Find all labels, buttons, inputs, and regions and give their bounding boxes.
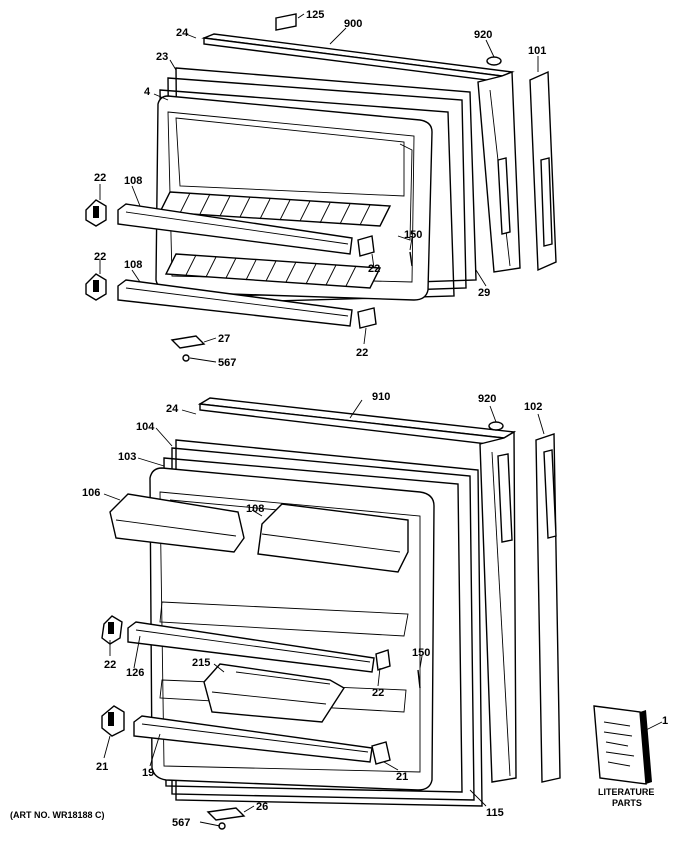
part-102-handle-trim [535, 433, 561, 783]
label-29: 29 [478, 287, 490, 299]
label-21-b: 21 [396, 771, 408, 783]
label-27: 27 [218, 333, 230, 345]
label-22-e: 22 [104, 659, 116, 671]
part-106-dairy-door-2 [257, 503, 409, 573]
label-23: 23 [156, 51, 168, 63]
label-910: 910 [372, 391, 390, 403]
label-115: 115 [486, 807, 504, 819]
fresh-food-door-assembly [101, 397, 663, 830]
label-24-lower: 24 [166, 403, 179, 415]
door-handle-slot-lower [497, 453, 513, 543]
label-108-a: 108 [124, 175, 142, 187]
label-102: 102 [524, 401, 542, 413]
art-number: (ART NO. WR18188 C) [10, 810, 105, 820]
label-104: 104 [136, 421, 155, 433]
label-900: 900 [344, 18, 362, 30]
part-27-bracket [170, 335, 206, 349]
part-22-support-6 [375, 649, 391, 671]
label-22-d: 22 [356, 347, 368, 359]
literature-label-line1: LITERATURE [598, 787, 654, 797]
literature-label-line2: PARTS [612, 798, 642, 808]
label-126: 126 [126, 667, 144, 679]
part-1-literature [593, 705, 652, 785]
label-22-a: 22 [94, 172, 106, 184]
part-910-outer-door [197, 397, 517, 783]
label-567-lower: 567 [172, 817, 190, 829]
part-22-support-2 [85, 273, 107, 301]
label-1: 1 [662, 715, 668, 727]
part-215-bin [203, 663, 345, 723]
label-22-b: 22 [94, 251, 106, 263]
label-106: 106 [82, 487, 100, 499]
label-24-upper: 24 [176, 27, 189, 39]
part-labels: 125 900 920 101 24 23 4 22 108 150 22 10… [10, 9, 668, 829]
part-900-outer-door [201, 33, 521, 273]
label-4: 4 [144, 86, 151, 98]
part-150-screw-lower [417, 669, 421, 689]
label-150-upper: 150 [404, 229, 422, 241]
part-22-support-3 [357, 235, 375, 257]
label-22-c: 22 [368, 263, 380, 275]
part-108-shelf-bar-1 [117, 203, 353, 255]
door-handle-slot-upper [497, 157, 511, 235]
part-21-support-2 [371, 741, 391, 765]
label-21-a: 21 [96, 761, 108, 773]
label-22-f: 22 [372, 687, 384, 699]
label-108-c: 108 [246, 503, 264, 515]
part-22-support-1 [85, 199, 107, 227]
label-215: 215 [192, 657, 210, 669]
label-101: 101 [528, 45, 546, 57]
part-22-support-4 [357, 307, 377, 329]
part-22-support-5 [101, 615, 123, 645]
part-19-bottom-bar [133, 715, 373, 763]
part-920-plug-lower [488, 421, 504, 431]
label-150-lower: 150 [412, 647, 430, 659]
part-126-shelf-bar [127, 621, 375, 673]
part-101-handle-trim [529, 70, 557, 272]
label-920-upper: 920 [474, 29, 492, 41]
part-920-plug-upper [486, 56, 502, 66]
part-567-screw-upper [182, 354, 190, 362]
label-108-b: 108 [124, 259, 142, 271]
label-103: 103 [118, 451, 136, 463]
label-567-upper: 567 [218, 357, 236, 369]
freezer-door-assembly [85, 13, 557, 363]
label-920-lower: 920 [478, 393, 496, 405]
part-125 [275, 13, 297, 31]
part-150-screw-upper [409, 251, 413, 267]
label-125: 125 [306, 9, 324, 21]
part-26-bracket [206, 807, 246, 821]
label-26: 26 [256, 801, 268, 813]
part-21-support-1 [101, 705, 125, 737]
part-108-shelf-bar-2 [117, 279, 353, 327]
part-106-dairy-door [109, 493, 245, 553]
part-4-inner-liner [155, 95, 433, 301]
label-19: 19 [142, 767, 154, 779]
